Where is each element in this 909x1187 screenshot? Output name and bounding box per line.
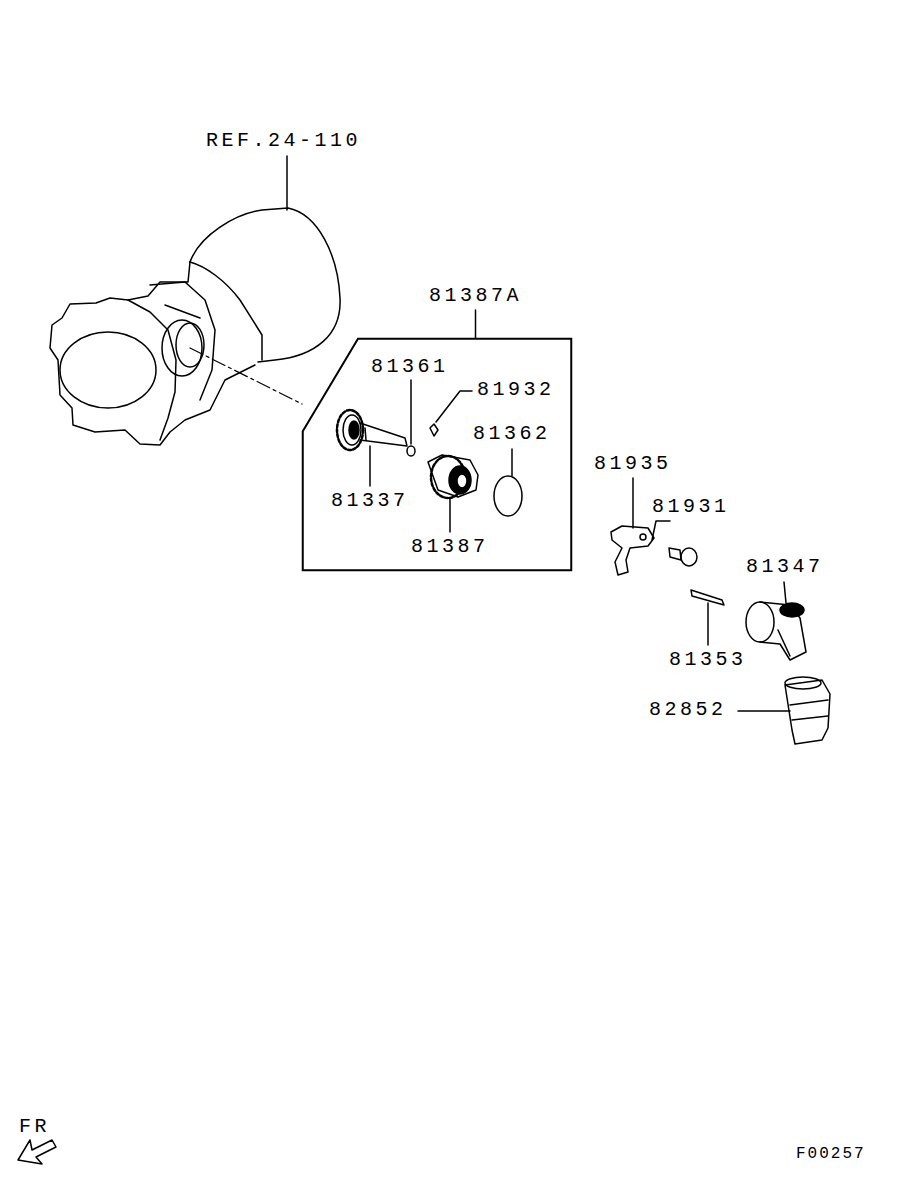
housing-drawing [50, 208, 340, 445]
bolt [669, 548, 697, 566]
callout-wrap: 81387 [410, 536, 490, 558]
callout-wrap: 81347 [745, 556, 825, 578]
callout-number: 81353 [668, 648, 748, 671]
gear-sleeve [428, 455, 478, 498]
callout-wrap: 81361 [370, 356, 450, 378]
reference-label: REF.24-110 [205, 129, 362, 152]
o-ring [494, 476, 522, 516]
callout-wrap: 81935 [593, 453, 673, 475]
assembly-label-wrap: 81387A [428, 285, 523, 307]
callout-wrap: 81362 [472, 423, 552, 445]
callout-wrap: 81931 [651, 496, 731, 518]
callout-wrap: F00257 [795, 1143, 867, 1165]
callout-wrap: 81932 [476, 379, 556, 401]
callout-number: 81361 [370, 355, 450, 378]
speed-sensor [785, 677, 830, 744]
callout-wrap: FR [18, 1116, 51, 1138]
front-arrow [18, 1140, 56, 1164]
callout-wrap: REF.24-110 [205, 130, 362, 152]
figure-mark: F00257 [795, 1145, 867, 1163]
clip [430, 424, 438, 436]
callout-number: 81931 [651, 495, 731, 518]
callout-number: 81362 [472, 422, 552, 445]
callout-number: 81935 [593, 452, 673, 475]
callout-wrap: 81337 [330, 490, 410, 512]
shift-fork [611, 526, 654, 575]
callout-number: 81387 [410, 535, 490, 558]
assembly-number: 81387A [428, 284, 523, 307]
callout-number: 81932 [476, 378, 556, 401]
callout-number: 81337 [330, 489, 410, 512]
callout-wrap: 82852 [648, 699, 728, 721]
gear-shaft [337, 410, 407, 450]
o-ring [407, 446, 415, 456]
callout-wrap: 81353 [668, 649, 748, 671]
callout-number: 81347 [745, 555, 825, 578]
speedometer-sleeve [746, 602, 806, 660]
callout-number: 82852 [648, 698, 728, 721]
box-border [303, 339, 572, 571]
figure-mark: FR [18, 1115, 51, 1138]
leader-line [475, 310, 477, 338]
